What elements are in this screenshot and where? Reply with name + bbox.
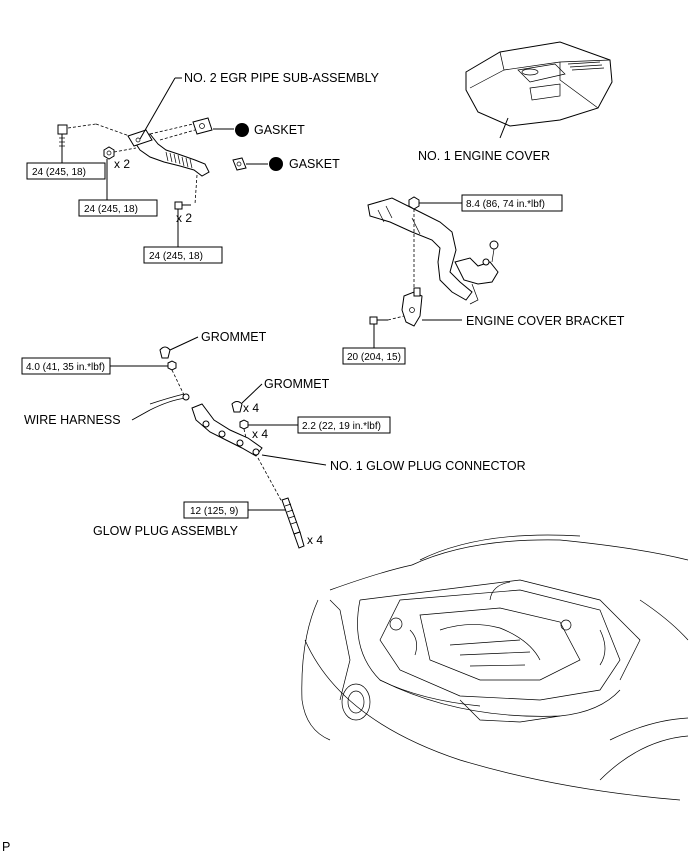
egr-nut-icon — [103, 146, 115, 160]
torque-egr-nut: 24 (245, 18) — [84, 204, 138, 215]
gasket-lower-label: GASKET — [289, 157, 340, 171]
engine-cover-label: NO. 1 ENGINE COVER — [418, 149, 550, 163]
qty-glow-plug: x 4 — [307, 533, 323, 547]
torque-box-egr-nut — [78, 199, 158, 217]
torque-grommet-nut: 4.0 (41, 35 in.*lbf) — [26, 362, 105, 373]
torque-box-glow-plug — [183, 501, 249, 519]
gasket-lower-nonreusable-icon — [269, 157, 283, 171]
engine-cover-icon — [465, 41, 613, 127]
qty-egr-lower-bolt: x 2 — [176, 211, 192, 225]
wire-harness-icon — [149, 393, 190, 411]
grommet-lower-label: GROMMET — [264, 377, 330, 391]
gasket-top-label: GASKET — [254, 123, 305, 137]
qty-connector-nut: x 4 — [252, 427, 268, 441]
engine-cover-leader — [499, 117, 509, 139]
torque-bracket-bolt: 20 (204, 15) — [347, 352, 401, 363]
cover-nut-icon — [408, 196, 420, 210]
torque-box-connector-nut — [297, 416, 391, 434]
torque-box-egr-bolt — [26, 162, 106, 180]
glow-plug-assembly-label: GLOW PLUG ASSEMBLY — [93, 524, 239, 538]
torque-egr-bolt: 24 (245, 18) — [32, 167, 86, 178]
figure-code: P — [2, 840, 10, 854]
egr-lower-bolt-icon — [174, 201, 191, 210]
torque-box-cover-nut — [461, 194, 563, 212]
egr-pipe-icon — [127, 129, 210, 177]
gasket-top-nonreusable-icon — [235, 123, 249, 137]
torque-box-egr-lower-bolt — [143, 246, 223, 264]
grommet-top-label: GROMMET — [201, 330, 267, 344]
qty-egr-nut: x 2 — [114, 157, 130, 171]
torque-connector-nut: 2.2 (22, 19 in.*lbf) — [302, 421, 381, 432]
bracket-harness-icon — [367, 197, 499, 305]
grommet-nut-icon — [167, 360, 177, 371]
vehicle-engine-bay-illustration — [301, 534, 689, 801]
egr-bolt-icon — [57, 124, 68, 150]
glow-plug-connector-label: NO. 1 GLOW PLUG CONNECTOR — [330, 459, 526, 473]
gasket-lower-icon — [232, 157, 247, 171]
torque-egr-lower-bolt: 24 (245, 18) — [149, 251, 203, 262]
grommet-lower-icon — [231, 401, 243, 413]
engine-cover-bracket-label: ENGINE COVER BRACKET — [466, 314, 625, 328]
glow-plug-icon — [281, 497, 305, 549]
torque-glow-plug: 12 (125, 9) — [190, 506, 238, 517]
egr-pipe-group — [57, 77, 268, 247]
engine-cover-bracket-icon — [401, 287, 423, 327]
connector-nut-icon — [239, 419, 249, 430]
bracket-bolt-icon — [369, 316, 388, 325]
torque-box-grommet-nut — [21, 357, 111, 375]
torque-box-bracket-bolt — [342, 347, 406, 365]
wire-harness-label: WIRE HARNESS — [24, 413, 121, 427]
glow-plug-connector-icon — [191, 403, 263, 457]
grommet-top-icon — [159, 346, 171, 359]
qty-grommet: x 4 — [243, 401, 259, 415]
torque-cover-nut: 8.4 (86, 74 in.*lbf) — [466, 199, 545, 210]
egr-pipe-label: NO. 2 EGR PIPE SUB-ASSEMBLY — [184, 71, 380, 85]
gasket-top-icon — [192, 117, 213, 135]
